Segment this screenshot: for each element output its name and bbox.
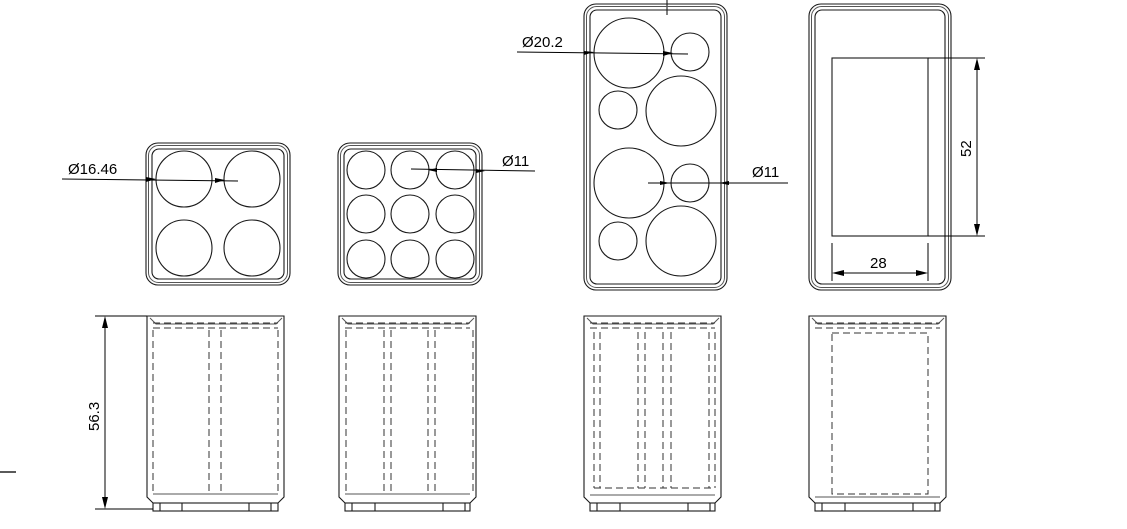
dimension-label-28: 28 <box>870 255 887 272</box>
top-view-mixed: Ø20.2 Ø11 <box>516 0 788 291</box>
side-view-2x2: 56.3 <box>86 315 285 512</box>
side-view-mixed <box>583 315 722 512</box>
dimension-label-52: 52 <box>958 140 975 157</box>
top-view-rect: 52 28 <box>808 3 985 291</box>
dimension-label-20-2: Ø20.2 <box>522 34 563 51</box>
dimension-label-11-mixed: Ø11 <box>752 164 779 181</box>
dimension-label-56-3: 56.3 <box>86 402 103 431</box>
side-view-rect <box>808 315 947 512</box>
dimension-label-11: Ø11 <box>502 153 529 170</box>
top-view-2x2: Ø16.46 <box>61 142 291 286</box>
side-view-3x3 <box>338 315 477 512</box>
top-view-3x3: Ø11 <box>337 142 536 286</box>
dimension-label-16-46: Ø16.46 <box>68 161 117 178</box>
